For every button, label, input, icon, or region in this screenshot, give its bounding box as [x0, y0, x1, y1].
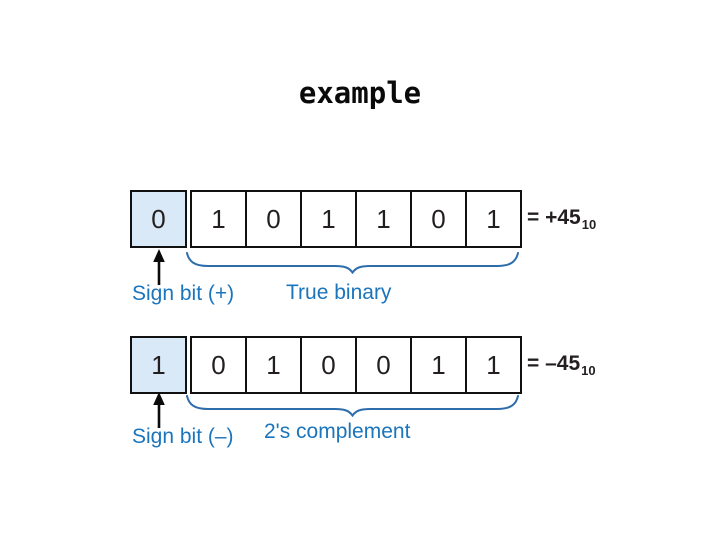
up-arrow-icon	[153, 249, 165, 285]
bit-cell: 0	[190, 336, 247, 394]
bit-cell: 1	[465, 190, 522, 248]
binary-row-twos-complement: 1 0 1 0 0 1 1	[130, 336, 522, 394]
base-subscript: 10	[581, 363, 596, 378]
sign-bit-label-positive: Sign bit (+)	[132, 282, 235, 305]
bit-cell: 1	[410, 336, 467, 394]
sign-bit-label-negative: Sign bit (–)	[132, 425, 234, 448]
bit-cell: 0	[300, 336, 357, 394]
curly-brace-icon	[186, 395, 519, 417]
base-subscript: 10	[581, 217, 597, 232]
binary-row-true-binary: 0 1 0 1 1 0 1	[130, 190, 522, 248]
bit-cell: 1	[465, 336, 522, 394]
sign-bit-cell: 1	[130, 336, 187, 394]
decimal-value-positive: = +4510	[527, 206, 597, 232]
bit-cell: 1	[190, 190, 247, 248]
bit-cell: 1	[245, 336, 302, 394]
bit-cell: 1	[355, 190, 412, 248]
equals-text: = –45	[527, 352, 581, 375]
bit-cell: 1	[300, 190, 357, 248]
true-binary-label: True binary	[286, 281, 392, 304]
sign-bit-cell: 0	[130, 190, 187, 248]
twos-complement-label: 2's complement	[264, 420, 411, 443]
equals-text: = +45	[527, 206, 581, 229]
up-arrow-icon	[153, 392, 165, 428]
bit-cell: 0	[245, 190, 302, 248]
slide-title: example	[298, 76, 422, 110]
curly-brace-icon	[186, 252, 519, 274]
decimal-value-negative: = –4510	[527, 352, 596, 378]
bit-cell: 0	[410, 190, 467, 248]
bit-cell: 0	[355, 336, 412, 394]
